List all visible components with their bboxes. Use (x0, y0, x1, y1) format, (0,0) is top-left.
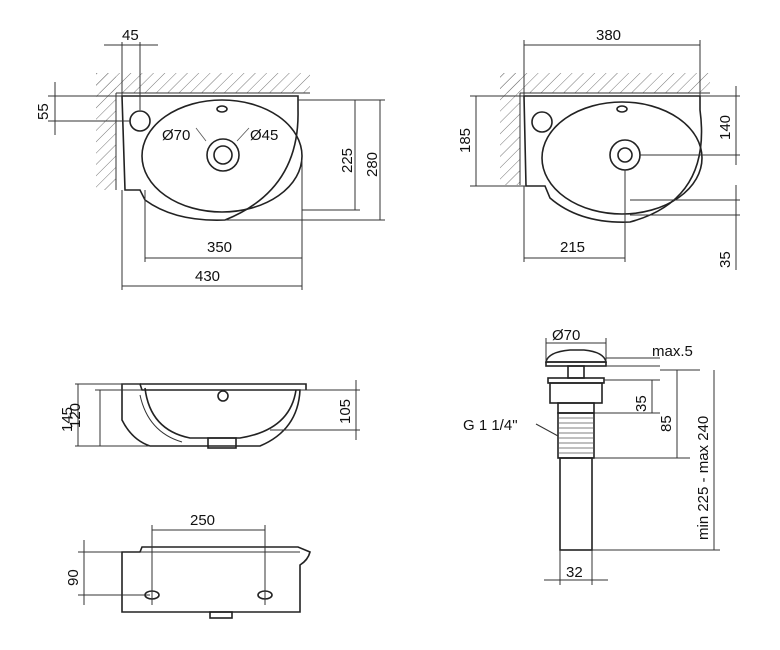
dim-145: 145 (59, 407, 76, 432)
thread-lines (558, 417, 594, 454)
top-view-left: Ø70 Ø45 45 55 225 280 350 430 (35, 27, 385, 290)
dim-185: 185 (457, 128, 474, 153)
label-overflow-d45: Ø45 (250, 127, 278, 144)
dim-drain-range: min 225 - max 240 (695, 416, 712, 540)
overflow-hole (216, 105, 228, 113)
basin-outline-right (523, 95, 703, 223)
drain-stem (567, 365, 585, 379)
drain-inner (213, 145, 233, 165)
dim-drain-d70: Ø70 (552, 327, 580, 344)
drain-body (549, 382, 603, 404)
drain-stub-front (207, 437, 237, 449)
dim-225: 225 (339, 148, 356, 173)
dim-drain-85: 85 (658, 415, 675, 432)
dim-35-right: 35 (717, 251, 734, 268)
tap-hole-right (531, 111, 553, 133)
drain-cap (545, 349, 607, 363)
wall-hatch-top-right (500, 73, 710, 93)
dim-350: 350 (207, 239, 232, 256)
overflow-hole-right (616, 105, 628, 113)
top-view-right: 380 185 140 35 215 (457, 27, 740, 270)
drain-thread (557, 412, 595, 459)
drain-outer (206, 138, 240, 172)
dim-250: 250 (190, 512, 215, 529)
dim-380: 380 (596, 27, 621, 44)
dim-max5: max.5 (652, 343, 693, 360)
drain-ring (557, 402, 595, 414)
wall-hatch-side (96, 73, 116, 190)
dim-215: 215 (560, 239, 585, 256)
dim-55: 55 (35, 103, 52, 120)
drain-tailpipe (559, 457, 593, 551)
label-outlet-d70: Ø70 (162, 127, 190, 144)
dim-430: 430 (195, 268, 220, 285)
wall-hatch-side-right (500, 73, 520, 185)
dim-120: 120 (67, 403, 84, 428)
drain-assembly: Ø70 max.5 35 85 min 225 - max 240 G 1 1/… (463, 327, 720, 585)
drain-outer-right (609, 139, 641, 171)
dim-280: 280 (364, 152, 381, 177)
dim-45: 45 (122, 27, 139, 44)
bowl-outline (141, 99, 303, 213)
bowl-outline-right (541, 101, 703, 215)
front-view: 145 120 105 (59, 380, 360, 449)
drain-stub-back (209, 611, 233, 619)
tap-hole (129, 110, 151, 132)
label-thread: G 1 1/4" (463, 417, 518, 434)
back-outline (121, 546, 311, 613)
dim-90: 90 (65, 569, 82, 586)
dim-105: 105 (337, 399, 354, 424)
front-rim (140, 383, 307, 390)
overflow-hole-front (217, 390, 229, 402)
dim-drain-35: 35 (633, 395, 650, 412)
bowl-inner-shade (139, 394, 183, 443)
dim-drain-32: 32 (566, 564, 583, 581)
bowl-inner-front (144, 387, 297, 439)
front-outline (121, 383, 301, 447)
wall-hatch-top (96, 73, 310, 93)
dim-140: 140 (717, 115, 734, 140)
drain-inner-right (617, 147, 633, 163)
back-view: 250 90 (65, 512, 311, 619)
